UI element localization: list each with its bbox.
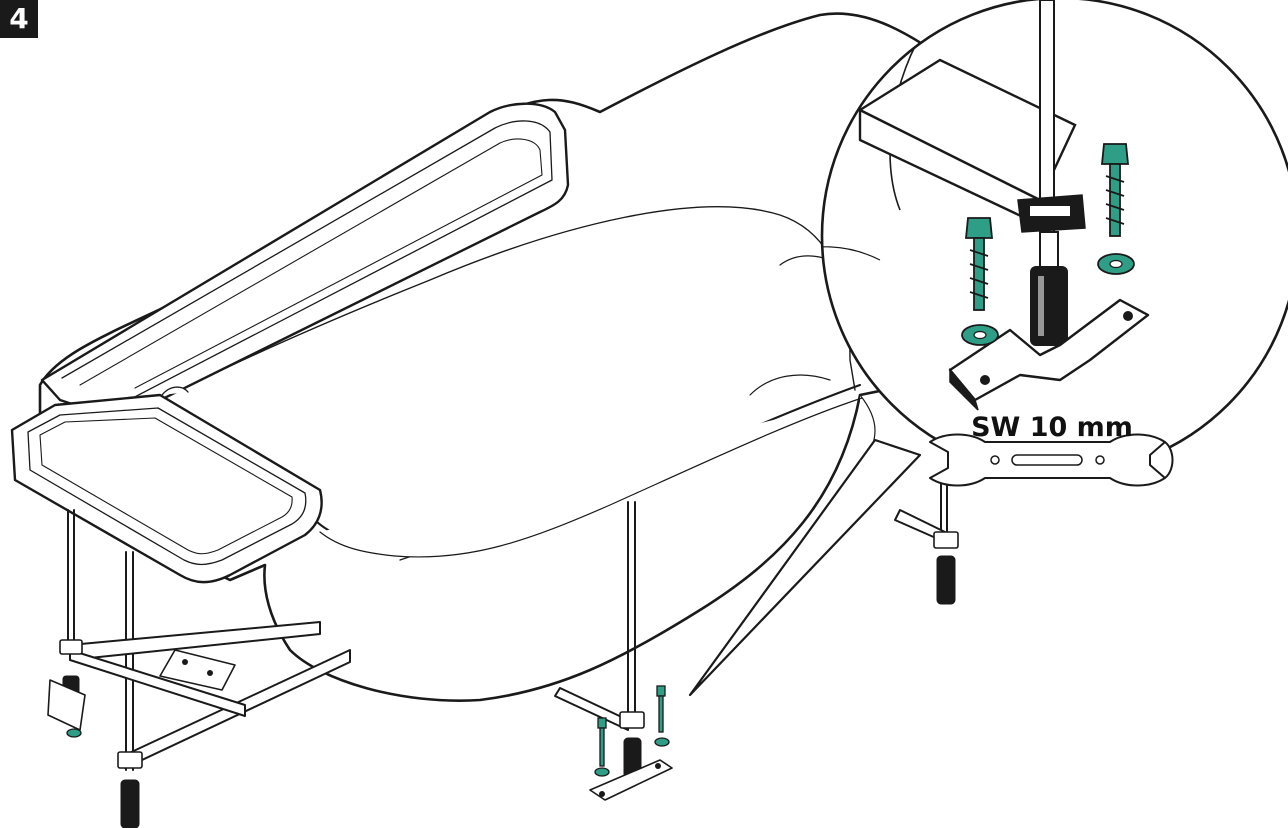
frame-leg-front-right bbox=[627, 501, 636, 726]
bathtub-short-deck-inner bbox=[39, 417, 293, 555]
step-number-badge: 4 bbox=[0, 0, 38, 38]
zoom-bracket-slot bbox=[1030, 206, 1070, 216]
zoom-base-plate bbox=[948, 298, 1150, 402]
washer-icon bbox=[66, 728, 82, 738]
tool-size-label: SW 10 mm bbox=[971, 412, 1133, 443]
washer-icon bbox=[654, 737, 670, 747]
wood-screw-icon bbox=[658, 695, 664, 733]
frame-rail-cross bbox=[69, 649, 246, 717]
foot-base-plate bbox=[47, 679, 86, 731]
frame-plate-hole bbox=[182, 659, 188, 665]
callout-pointer bbox=[688, 438, 922, 697]
foot-plate-hole bbox=[655, 763, 661, 769]
zoom-plate-hole bbox=[980, 375, 990, 385]
frame-center-plate bbox=[159, 649, 236, 691]
wood-screw-icon bbox=[597, 717, 607, 729]
support-frame bbox=[47, 483, 959, 828]
washer-hole bbox=[1109, 259, 1123, 269]
washer-hole bbox=[973, 330, 987, 340]
frame-bracket bbox=[59, 639, 83, 655]
open-end-wrench-icon bbox=[929, 433, 1174, 487]
frame-leg-front-left bbox=[125, 551, 134, 771]
hardware-small bbox=[66, 685, 670, 777]
frame-plate-hole bbox=[207, 670, 213, 676]
foot-plate-hole bbox=[599, 791, 605, 797]
bathtub-deck-notch bbox=[161, 386, 189, 396]
zoom-foot-highlight bbox=[1038, 276, 1044, 336]
wood-screw-icon bbox=[1101, 143, 1129, 237]
bathtub-front-rim-inner bbox=[319, 397, 863, 558]
frame-bracket bbox=[933, 531, 959, 549]
foot-base-plate bbox=[589, 759, 673, 801]
frame-leg-left bbox=[67, 509, 75, 651]
bathtub-lip-curve bbox=[749, 374, 831, 396]
zoom-callout: SW 10 mm bbox=[688, 0, 1288, 697]
zoom-plate-hole bbox=[1123, 311, 1133, 321]
washer-icon bbox=[594, 767, 610, 777]
frame-rail-right bbox=[554, 687, 629, 731]
frame-bracket bbox=[619, 711, 645, 729]
bathtub-long-deck-inner bbox=[79, 138, 543, 389]
wood-screw-icon bbox=[965, 217, 993, 311]
zoom-frame-rail-top bbox=[857, 58, 1077, 202]
zoom-foot-body bbox=[1030, 266, 1068, 346]
zoom-base-plate-side bbox=[949, 367, 979, 411]
frame-bracket bbox=[117, 751, 143, 769]
adjustable-foot bbox=[120, 779, 140, 828]
zoom-tub-edge bbox=[822, 246, 881, 261]
wood-screw-icon bbox=[599, 727, 605, 767]
adjustable-foot bbox=[936, 555, 956, 605]
wood-screw-icon bbox=[656, 685, 666, 697]
